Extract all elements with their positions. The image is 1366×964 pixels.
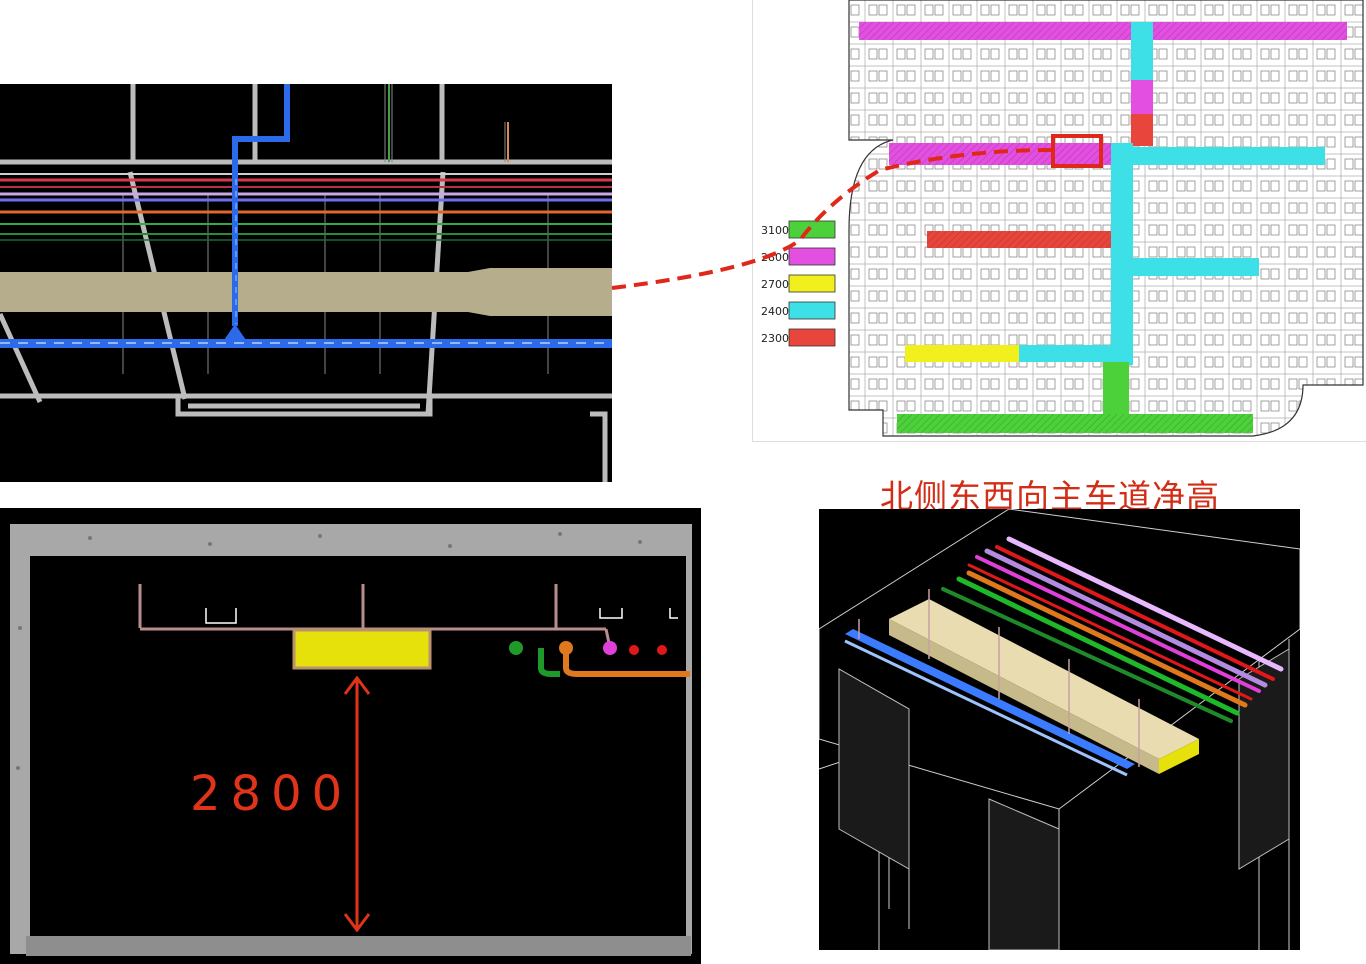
section-drawing: 2800 <box>10 524 692 956</box>
legend-label: 2700 <box>761 278 789 291</box>
iso-drawing <box>819 509 1300 950</box>
cross-section-view: 2800 <box>0 508 701 964</box>
legend-label: 3100 <box>761 224 789 237</box>
legend-label: 2300 <box>761 332 789 345</box>
clearance-dimension-label: 2800 <box>190 766 352 822</box>
main-duct <box>0 268 612 316</box>
mep-plan-view <box>0 84 612 482</box>
plan-drawing <box>0 84 612 482</box>
legend-label: 2800 <box>761 251 789 264</box>
duct-section <box>292 628 432 670</box>
legend-label: 2400 <box>761 305 789 318</box>
iso-duct <box>889 599 1199 759</box>
isometric-view <box>819 509 1300 950</box>
key-plan-map: 3100 2800 2700 2400 2300 <box>752 0 1366 442</box>
legend: 3100 2800 2700 2400 2300 <box>761 220 836 347</box>
key-plan-drawing: 3100 2800 2700 2400 2300 <box>761 0 1364 437</box>
section-location-marker <box>1051 134 1103 168</box>
clearance-dimension-arrow <box>343 675 371 933</box>
